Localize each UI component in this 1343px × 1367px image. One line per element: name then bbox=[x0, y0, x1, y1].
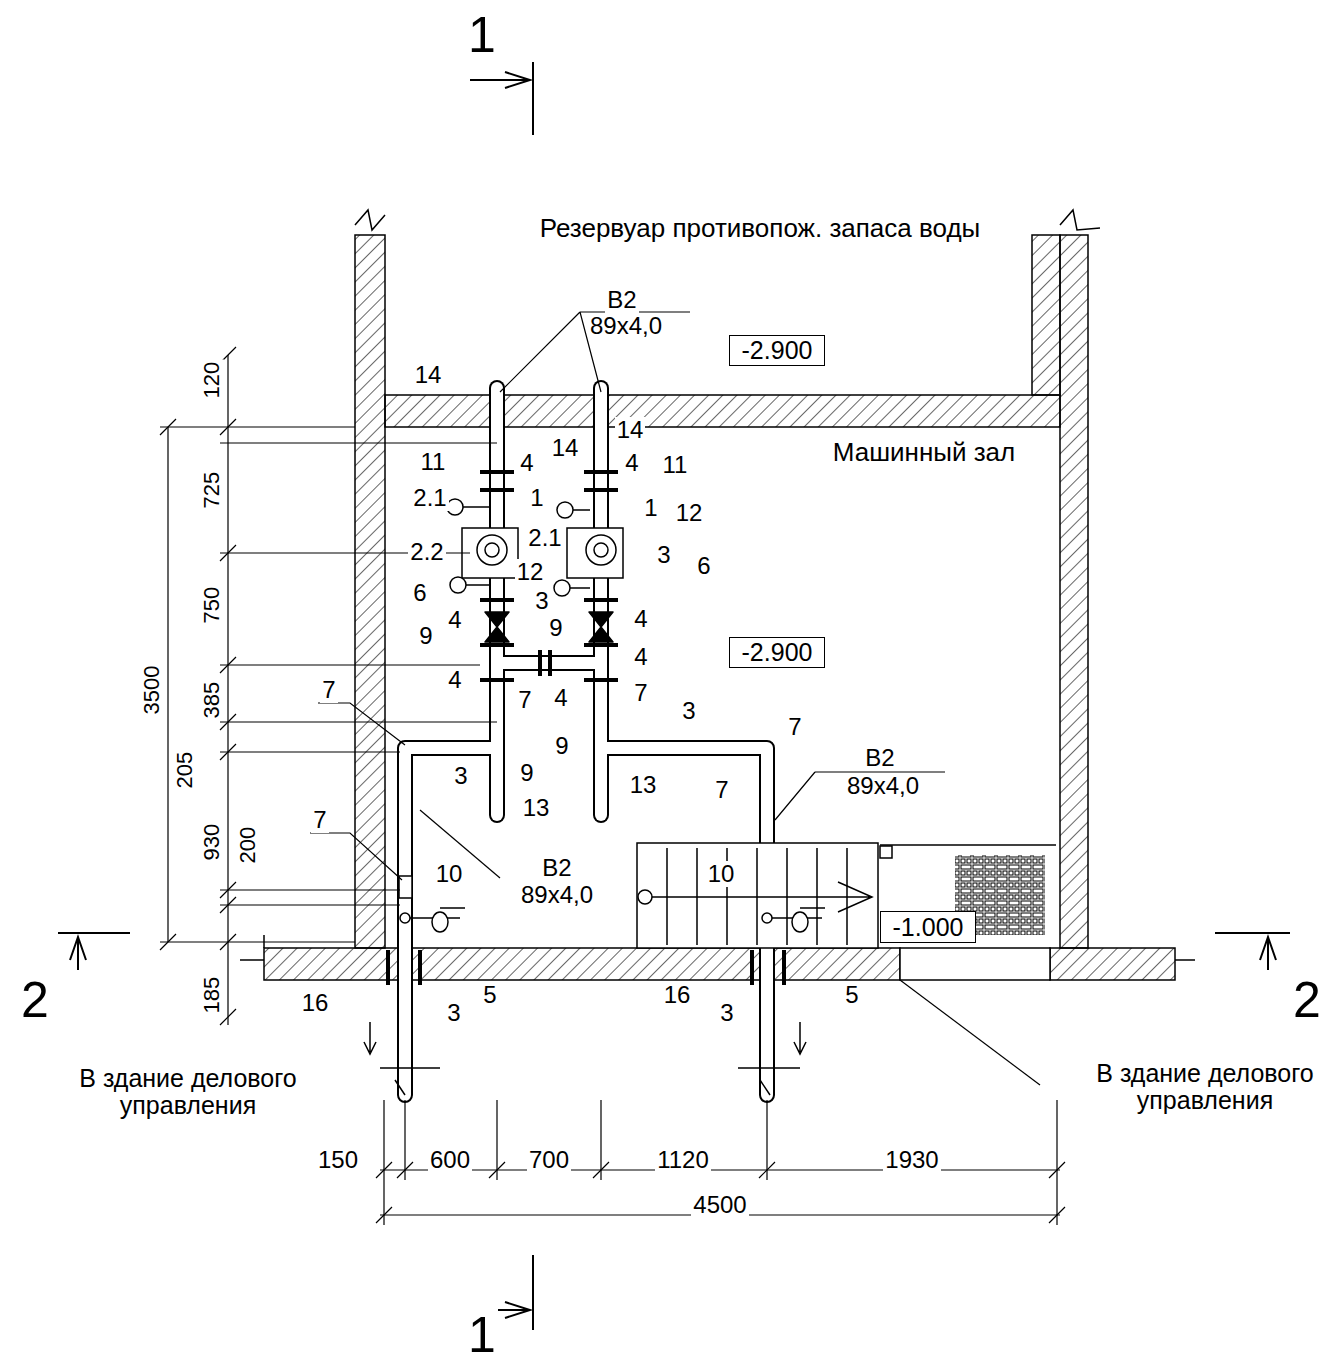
callout-number: 4 bbox=[446, 667, 463, 693]
callout-number: 13 bbox=[628, 772, 659, 798]
callout-number: 3 bbox=[445, 1000, 462, 1026]
callout-number: 6 bbox=[411, 580, 428, 606]
callout-number: 10 bbox=[434, 861, 465, 887]
callout-number: 4 bbox=[623, 450, 640, 476]
section-mark: 2 bbox=[19, 973, 51, 1028]
callout-number: 1 bbox=[642, 495, 659, 521]
elevation-mark: -2.900 bbox=[729, 335, 825, 366]
pipes bbox=[388, 388, 784, 1095]
room-name: Резервуар противопож. запаса воды bbox=[538, 214, 983, 243]
dimension: 600 bbox=[428, 1147, 472, 1173]
pipe-mark: В2 bbox=[540, 855, 573, 881]
pumps bbox=[447, 499, 623, 596]
section-mark: 2 bbox=[1291, 973, 1323, 1028]
pipe-mark: В2 bbox=[605, 287, 638, 313]
callout-number: 3 bbox=[533, 588, 550, 614]
callout-number: 12 bbox=[674, 500, 705, 526]
elevation-value: -1.000 bbox=[893, 913, 964, 942]
callout-number: 7 bbox=[516, 687, 533, 713]
leader-lines bbox=[310, 312, 1040, 1085]
elevation-value: -2.900 bbox=[742, 336, 813, 365]
callout-number: 7 bbox=[320, 677, 337, 703]
callout-number: 14 bbox=[615, 417, 646, 443]
callout-number: 4 bbox=[632, 606, 649, 632]
pipe-mark: 89х4,0 bbox=[588, 313, 664, 339]
callout-number: 11 bbox=[661, 452, 690, 478]
dimension: 750 bbox=[200, 585, 224, 626]
callout-number: 9 bbox=[417, 623, 434, 649]
dimension: 385 bbox=[200, 680, 224, 721]
note: В здание делового управления bbox=[56, 1065, 320, 1120]
callout-number: 7 bbox=[713, 777, 730, 803]
callout-number: 11 bbox=[419, 449, 448, 475]
pipe-mark: В2 bbox=[863, 745, 896, 771]
callout-number: 4 bbox=[518, 450, 535, 476]
callout-number: 3 bbox=[680, 698, 697, 724]
dimension: 1930 bbox=[883, 1147, 940, 1173]
callout-number: 6 bbox=[695, 553, 712, 579]
callout-number: 5 bbox=[843, 982, 860, 1008]
callout-number: 2.2 bbox=[408, 539, 445, 565]
callout-number: 4 bbox=[552, 685, 569, 711]
dimension: 205 bbox=[173, 750, 197, 791]
dimension: 185 bbox=[200, 975, 224, 1016]
callout-number: 7 bbox=[632, 680, 649, 706]
walls bbox=[240, 210, 1195, 980]
callout-number: 12 bbox=[515, 559, 546, 585]
out-arrows bbox=[364, 1022, 806, 1095]
callout-number: 16 bbox=[300, 990, 331, 1016]
section-mark: 1 bbox=[466, 1308, 498, 1363]
dimension: 150 bbox=[316, 1147, 360, 1173]
room-name: Машинный зал bbox=[831, 438, 1018, 467]
callout-number: 14 bbox=[413, 362, 444, 388]
pipe-mark: 89х4,0 bbox=[519, 882, 595, 908]
section-mark: 1 bbox=[466, 8, 498, 63]
callout-number: 3 bbox=[655, 542, 672, 568]
dimension: 1120 bbox=[655, 1147, 711, 1173]
section-marks bbox=[58, 62, 1290, 1330]
callout-number: 3 bbox=[452, 763, 469, 789]
callout-number: 4 bbox=[632, 644, 649, 670]
note: В здание делового управления bbox=[1078, 1060, 1332, 1115]
callout-number: 1 bbox=[528, 485, 545, 511]
elevation-mark: -2.900 bbox=[729, 637, 825, 668]
dimension: 3500 bbox=[140, 664, 164, 717]
callout-number: 9 bbox=[553, 733, 570, 759]
dimension: 930 bbox=[200, 822, 224, 863]
dimension: 4500 bbox=[691, 1192, 748, 1218]
callout-number: 10 bbox=[706, 861, 737, 887]
callout-number: 7 bbox=[786, 714, 803, 740]
elevation-mark: -1.000 bbox=[880, 911, 976, 943]
callout-number: 4 bbox=[446, 607, 463, 633]
dimension: 700 bbox=[527, 1147, 571, 1173]
dimension: 200 bbox=[236, 825, 260, 866]
callout-number: 5 bbox=[481, 982, 498, 1008]
callout-number: 9 bbox=[518, 760, 535, 786]
callout-number: 3 bbox=[718, 1000, 735, 1026]
callout-number: 16 bbox=[662, 982, 693, 1008]
callout-number: 9 bbox=[547, 615, 564, 641]
callout-number: 13 bbox=[521, 795, 552, 821]
elevation-value: -2.900 bbox=[742, 638, 813, 667]
callout-number: 14 bbox=[550, 435, 581, 461]
dimension: 725 bbox=[200, 470, 224, 511]
heater bbox=[637, 843, 892, 948]
dimension: 120 bbox=[200, 360, 224, 401]
pipe-mark: 89х4,0 bbox=[845, 773, 921, 799]
callout-number: 2.1 bbox=[411, 485, 448, 511]
callout-number: 2.1 bbox=[526, 525, 563, 551]
callout-number: 7 bbox=[311, 807, 328, 833]
